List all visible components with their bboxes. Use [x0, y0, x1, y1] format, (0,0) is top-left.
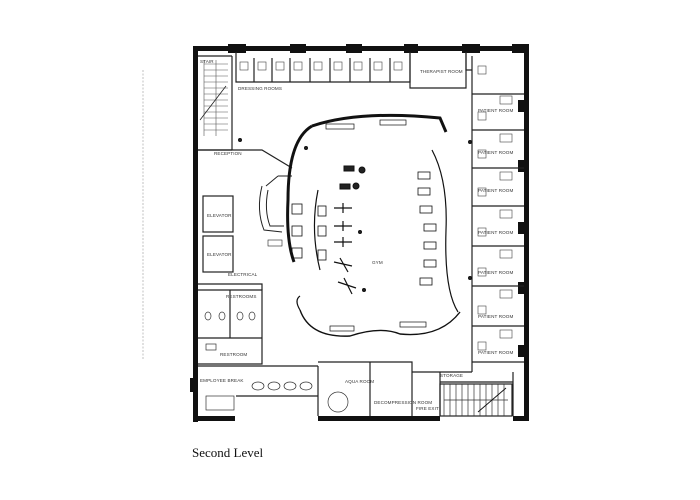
label-patient-room-3: PATIENT ROOM: [478, 188, 513, 193]
label-patient-room-1: PATIENT ROOM: [478, 108, 513, 113]
label-electrical: ELECTRICAL: [228, 272, 258, 277]
label-restrooms: RESTROOMS: [226, 294, 257, 299]
label-employee-break: EMPLOYEE BREAK: [200, 378, 244, 383]
label-patient-room-2: PATIENT ROOM: [478, 150, 513, 155]
dressing-room-fixtures: [239, 61, 403, 71]
label-fire-exit: FIRE EXIT: [416, 406, 439, 411]
label-patient-room-5: PATIENT ROOM: [478, 270, 513, 275]
label-elevator-2: ELEVATOR: [207, 252, 232, 257]
employee-break-furniture: [205, 381, 349, 413]
label-patient-room-6: PATIENT ROOM: [478, 314, 513, 319]
label-reception: RECEPTION: [214, 151, 242, 156]
exterior-walls: [190, 44, 529, 422]
label-storage: STORAGE: [440, 373, 463, 378]
label-aqua-room: AQUA ROOM: [345, 379, 374, 384]
restroom-fixtures: [204, 311, 256, 351]
gym-enclosure: [286, 113, 461, 337]
reception-desk: [258, 175, 292, 247]
patient-room-furniture: [477, 65, 513, 351]
fire-exit-stair: [439, 383, 513, 417]
label-therapist-room: THERAPIST ROOM: [420, 69, 463, 74]
label-patient-room-4: PATIENT ROOM: [478, 230, 513, 235]
label-decompression-room: DECOMPRESSION ROOM: [374, 400, 432, 405]
label-stair: STAIR: [200, 59, 214, 64]
stair-treads: [199, 60, 228, 136]
floor-caption: Second Level: [192, 445, 264, 460]
interior-walls: [198, 52, 524, 416]
label-gym: GYM: [372, 260, 383, 265]
label-restroom-2: RESTROOM: [220, 352, 247, 357]
label-dressing-rooms: DRESSING ROOMS: [238, 86, 282, 91]
room-labels: STAIR DRESSING ROOMS THERAPIST ROOM RECE…: [200, 59, 513, 411]
label-patient-room-7: PATIENT ROOM: [478, 350, 513, 355]
gym-equipment: [238, 138, 472, 295]
label-elevator-1: ELEVATOR: [207, 213, 232, 218]
